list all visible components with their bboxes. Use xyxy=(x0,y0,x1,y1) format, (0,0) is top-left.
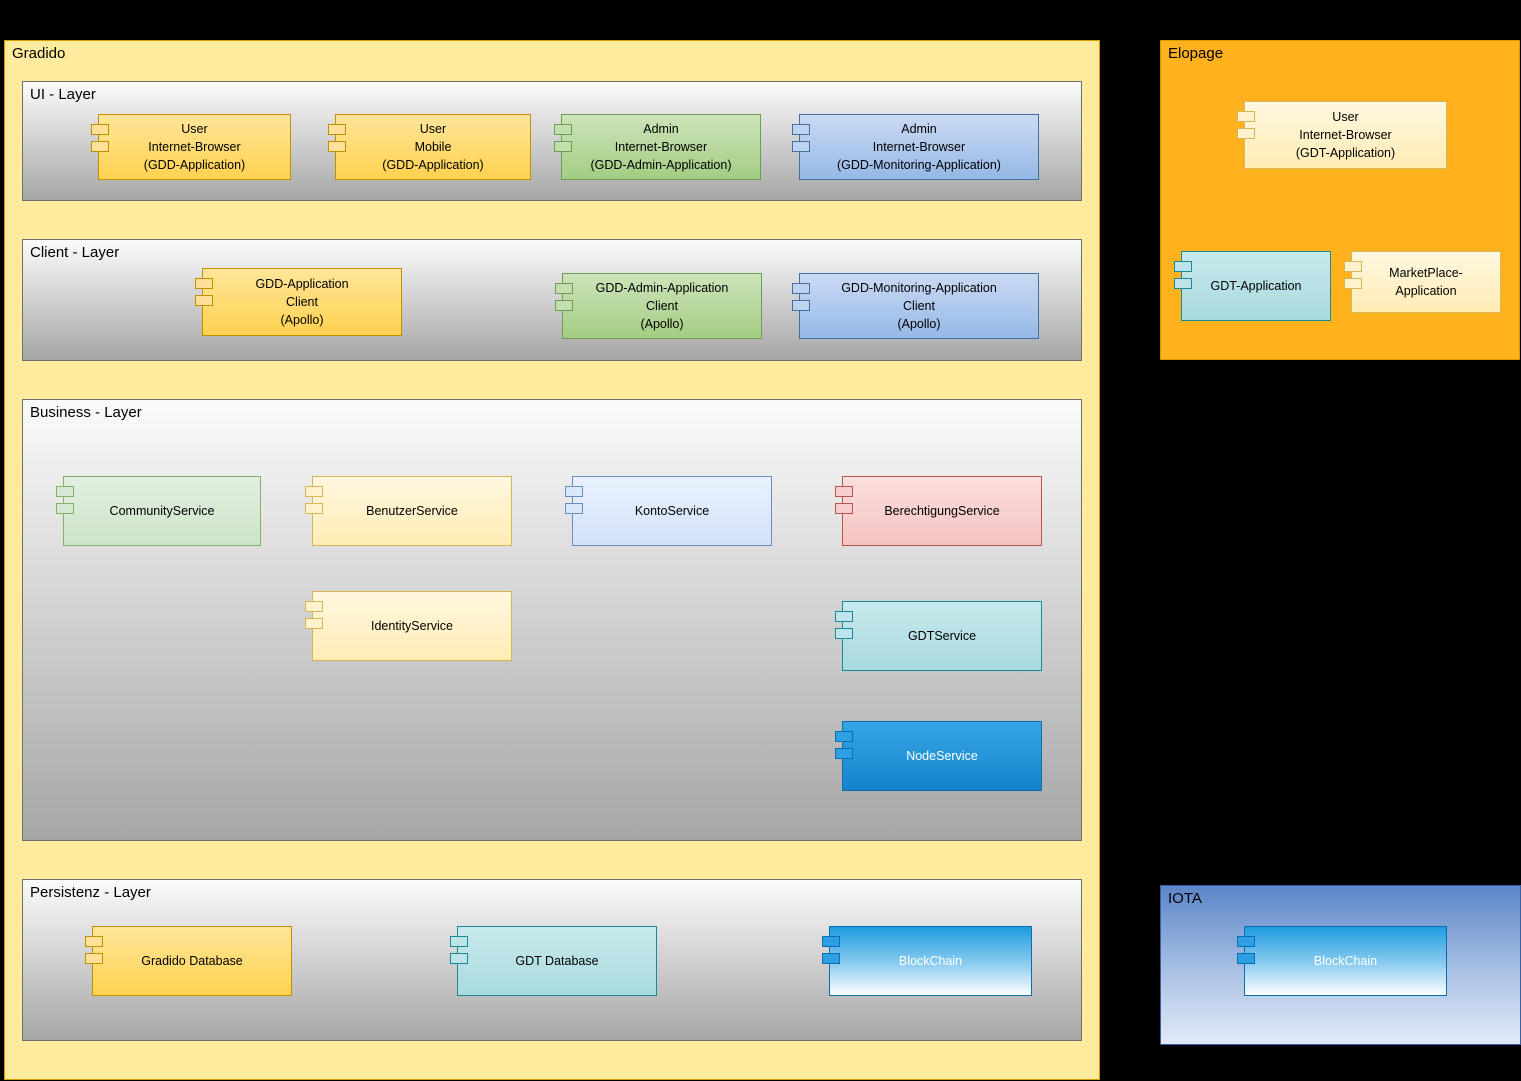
component-label: BlockChain xyxy=(898,953,963,968)
elopage-container[interactable]: Elopage User Internet-Browser (GDT-Appli… xyxy=(1160,40,1520,360)
component-label: MarketPlace- Application xyxy=(1389,265,1463,298)
component-label: User Internet-Browser (GDD-Application) xyxy=(143,121,246,173)
uml-component-icon xyxy=(195,278,213,306)
component-nodeservice[interactable]: NodeService xyxy=(835,721,1042,791)
uml-component-icon xyxy=(792,283,810,311)
component-label: BerechtigungService xyxy=(884,503,1000,518)
component-label: GDD-Admin-Application Client (Apollo) xyxy=(595,280,729,332)
uml-component-icon xyxy=(1344,261,1362,289)
component-label: GDT-Application xyxy=(1210,278,1302,293)
persistenz-layer-title: Persistenz - Layer xyxy=(30,884,151,901)
iota-container[interactable]: IOTA BlockChain xyxy=(1160,885,1521,1045)
component-label: NodeService xyxy=(906,748,978,763)
uml-component-icon xyxy=(1237,936,1255,964)
component-gdd-monitoring-application-client[interactable]: GDD-Monitoring-Application Client (Apoll… xyxy=(792,273,1039,339)
component-communityservice[interactable]: CommunityService xyxy=(56,476,261,546)
component-label: Admin Internet-Browser (GDD-Admin-Applic… xyxy=(590,121,732,173)
component-kontoservice[interactable]: KontoService xyxy=(565,476,772,546)
component-label: KontoService xyxy=(634,503,710,518)
component-gdtservice[interactable]: GDTService xyxy=(835,601,1042,671)
component-marketplace-application[interactable]: MarketPlace- Application xyxy=(1344,251,1501,313)
client-layer[interactable]: Client - Layer GDD-Application Client (A… xyxy=(22,239,1082,361)
component-gdd-application-client[interactable]: GDD-Application Client (Apollo) xyxy=(195,268,402,336)
uml-component-icon xyxy=(328,124,346,152)
gradido-title: Gradido xyxy=(12,45,66,62)
component-identityservice[interactable]: IdentityService xyxy=(305,591,512,661)
uml-component-icon xyxy=(56,486,74,514)
uml-component-icon xyxy=(1174,261,1192,289)
component-label: BlockChain xyxy=(1313,953,1378,968)
uml-component-icon xyxy=(91,124,109,152)
uml-component-icon xyxy=(305,601,323,629)
uml-component-icon xyxy=(450,936,468,964)
uml-component-icon xyxy=(565,486,583,514)
business-layer-title: Business - Layer xyxy=(30,404,142,421)
component-label: IdentityService xyxy=(371,618,453,633)
component-benutzerservice[interactable]: BenutzerService xyxy=(305,476,512,546)
component-admin-internet-browser-gdd-monitoring[interactable]: Admin Internet-Browser (GDD-Monitoring-A… xyxy=(792,114,1039,180)
uml-component-icon xyxy=(305,486,323,514)
uml-component-icon xyxy=(835,731,853,759)
component-user-internet-browser-gdt[interactable]: User Internet-Browser (GDT-Application) xyxy=(1237,101,1447,169)
component-label: GDD-Monitoring-Application Client (Apoll… xyxy=(841,280,997,332)
component-berechtigungservice[interactable]: BerechtigungService xyxy=(835,476,1042,546)
persistenz-layer[interactable]: Persistenz - Layer Gradido Database GDT … xyxy=(22,879,1082,1041)
uml-component-icon xyxy=(555,283,573,311)
uml-component-icon xyxy=(554,124,572,152)
component-label: GDT Database xyxy=(515,953,599,968)
component-user-mobile-gdd[interactable]: User Mobile (GDD-Application) xyxy=(328,114,531,180)
client-layer-title: Client - Layer xyxy=(30,244,120,261)
component-label: User Internet-Browser (GDT-Application) xyxy=(1295,109,1396,161)
business-layer[interactable]: Business - Layer CommunityService Benutz… xyxy=(22,399,1082,841)
uml-component-icon xyxy=(792,124,810,152)
uml-component-icon xyxy=(85,936,103,964)
ui-layer[interactable]: UI - Layer User Internet-Browser (GDD-Ap… xyxy=(22,81,1082,201)
component-gradido-database[interactable]: Gradido Database xyxy=(85,926,292,996)
component-label: Gradido Database xyxy=(141,953,243,968)
uml-component-icon xyxy=(822,936,840,964)
component-gdt-database[interactable]: GDT Database xyxy=(450,926,657,996)
component-user-internet-browser-gdd[interactable]: User Internet-Browser (GDD-Application) xyxy=(91,114,291,180)
component-label: GDD-Application Client (Apollo) xyxy=(255,276,349,328)
iota-title: IOTA xyxy=(1168,890,1202,907)
uml-component-icon xyxy=(835,611,853,639)
component-label: Admin Internet-Browser (GDD-Monitoring-A… xyxy=(837,121,1001,173)
uml-component-icon xyxy=(1237,111,1255,139)
component-label: GDTService xyxy=(907,628,977,643)
ui-layer-title: UI - Layer xyxy=(30,86,96,103)
component-gdd-admin-application-client[interactable]: GDD-Admin-Application Client (Apollo) xyxy=(555,273,762,339)
elopage-title: Elopage xyxy=(1168,45,1224,62)
component-label: CommunityService xyxy=(109,503,215,518)
gradido-container[interactable]: Gradido UI - Layer User Internet-Browser… xyxy=(4,40,1100,1080)
component-admin-internet-browser-gdd-admin[interactable]: Admin Internet-Browser (GDD-Admin-Applic… xyxy=(554,114,761,180)
component-blockchain-gradido[interactable]: BlockChain xyxy=(822,926,1032,996)
component-label: BenutzerService xyxy=(366,503,458,518)
component-blockchain-iota[interactable]: BlockChain xyxy=(1237,926,1447,996)
component-gdt-application[interactable]: GDT-Application xyxy=(1174,251,1331,321)
uml-component-icon xyxy=(835,486,853,514)
component-label: User Mobile (GDD-Application) xyxy=(382,121,484,173)
